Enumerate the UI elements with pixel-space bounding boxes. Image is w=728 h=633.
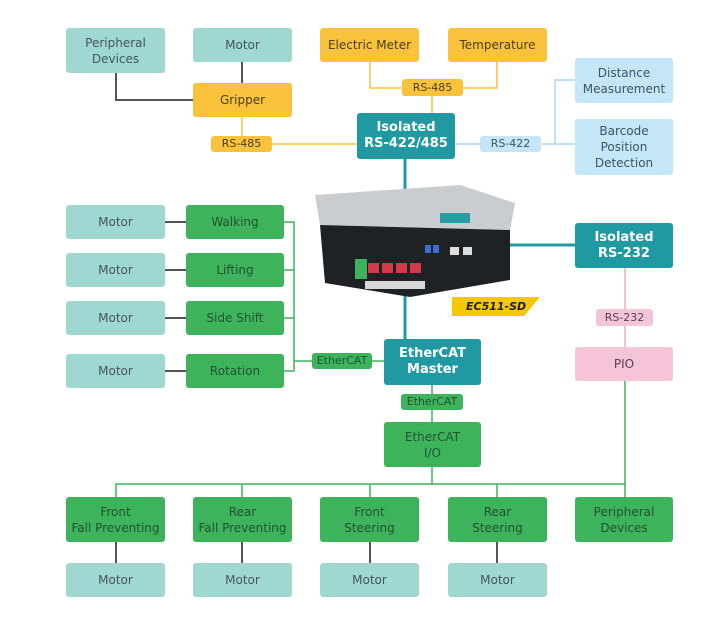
- model-label: EC511-SD: [452, 297, 540, 316]
- temperature-box: Temperature: [448, 28, 547, 62]
- dfi-logo: [440, 213, 470, 223]
- motor-box: Motor: [193, 563, 292, 597]
- rear-fall-preventing-box: Rear Fall Preventing: [193, 497, 292, 542]
- lifting-box: Lifting: [186, 253, 284, 287]
- rs232-tag: RS-232: [596, 309, 653, 326]
- motor-box: Motor: [320, 563, 419, 597]
- rear-steering-box: Rear Steering: [448, 497, 547, 542]
- electric-meter-box: Electric Meter: [320, 28, 419, 62]
- ethercat-master-box: EtherCAT Master: [384, 339, 481, 385]
- motor-box: Motor: [193, 28, 292, 62]
- barcode-box: Barcode Position Detection: [575, 119, 673, 175]
- rotation-box: Rotation: [186, 354, 284, 388]
- motor-box: Motor: [66, 301, 165, 335]
- side-shift-box: Side Shift: [186, 301, 284, 335]
- ethercat-tag-left: EtherCAT: [312, 353, 372, 369]
- rs422-tag: RS-422: [480, 136, 541, 152]
- front-fall-preventing-box: Front Fall Preventing: [66, 497, 165, 542]
- peripheral-devices-box: Peripheral Devices: [575, 497, 673, 542]
- ec511-device-image: [315, 185, 515, 297]
- pio-box: PIO: [575, 347, 673, 381]
- walking-box: Walking: [186, 205, 284, 239]
- motor-box: Motor: [448, 563, 547, 597]
- ethercat-tag-below: EtherCAT: [401, 394, 463, 410]
- motor-box: Motor: [66, 253, 165, 287]
- motor-box: Motor: [66, 563, 165, 597]
- isolated-rs232-box: Isolated RS-232: [575, 223, 673, 268]
- distance-measurement-box: Distance Measurement: [575, 58, 673, 103]
- gripper-box: Gripper: [193, 83, 292, 117]
- front-steering-box: Front Steering: [320, 497, 419, 542]
- rs485-tag-top: RS-485: [402, 79, 463, 96]
- motor-box: Motor: [66, 354, 165, 388]
- rs485-tag-left: RS-485: [211, 136, 272, 152]
- isolated-rs422-485-box: Isolated RS-422/485: [357, 113, 455, 159]
- motor-box: Motor: [66, 205, 165, 239]
- peripheral-devices-box: Peripheral Devices: [66, 28, 165, 73]
- ethercat-io-box: EtherCAT I/O: [384, 422, 481, 467]
